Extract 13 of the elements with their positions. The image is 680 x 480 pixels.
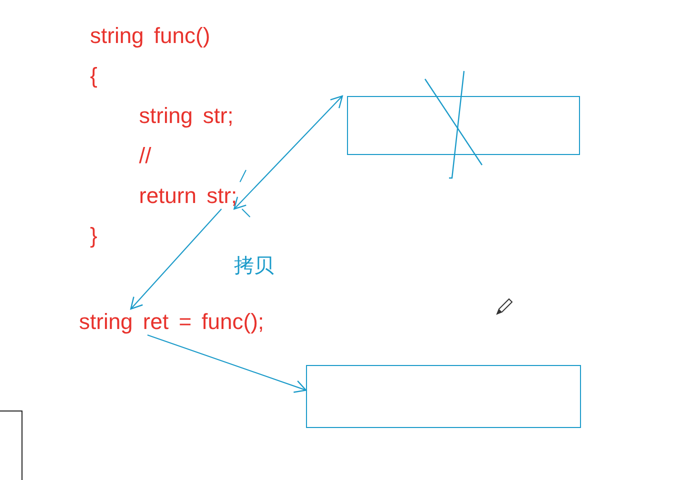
arrow bbox=[130, 208, 222, 310]
memory-box bbox=[306, 365, 581, 428]
code-line: return str; bbox=[139, 183, 238, 209]
code-line: string func() bbox=[90, 23, 210, 49]
code-line: string str; bbox=[139, 103, 234, 129]
code-line: string ret = func(); bbox=[79, 309, 264, 335]
memory-box bbox=[347, 96, 580, 155]
code-line: } bbox=[90, 223, 98, 249]
arrow bbox=[147, 334, 307, 393]
code-line: { bbox=[90, 63, 98, 89]
arrow bbox=[234, 95, 343, 210]
annotation-text: 拷贝 bbox=[234, 254, 274, 279]
code-line: // bbox=[139, 143, 152, 169]
